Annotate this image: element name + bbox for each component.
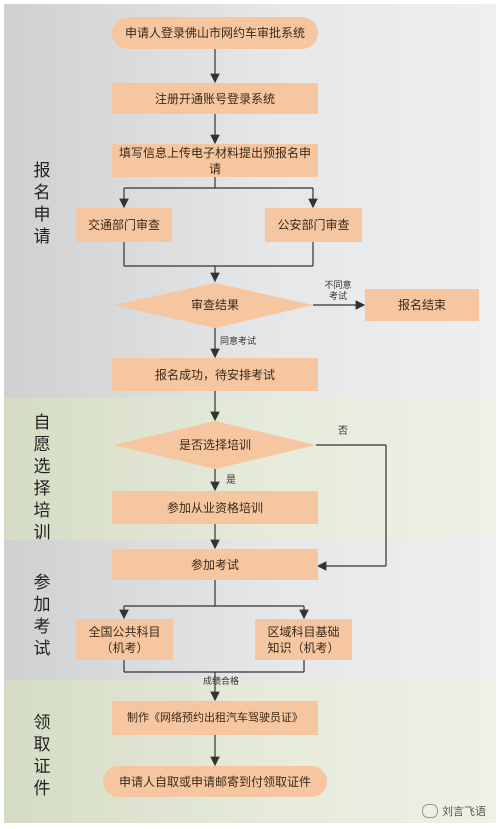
- node-police-review: 公安部门审查: [265, 208, 362, 242]
- section-label-certificate: 领取证件: [33, 713, 51, 799]
- chat-icon: [422, 804, 438, 818]
- node-choose-training-label: 是否选择培训: [178, 438, 251, 452]
- node-national-exam: 全国公共科目（机考）: [76, 619, 173, 660]
- section-label-apply: 报名申请: [33, 161, 51, 247]
- node-traffic-review: 交通部门审查: [76, 208, 172, 242]
- edge-label-agree: 同意考试: [220, 337, 257, 347]
- node-collect-certificate: 申请人自取或申请邮寄到付领取证件: [103, 766, 327, 797]
- node-exam: 参加考试: [112, 549, 318, 580]
- node-success: 报名成功，待安排考试: [112, 358, 318, 391]
- section-label-training: 自愿选择培训: [33, 413, 51, 543]
- edge-label-disagree: 不同意考试: [324, 281, 352, 302]
- section-label-exam: 参加考试: [33, 573, 51, 659]
- section-band-apply: [4, 4, 496, 398]
- node-review-result-label: 审查结果: [190, 298, 239, 312]
- node-end: 报名结束: [365, 289, 479, 321]
- edge-label-no: 否: [338, 426, 348, 437]
- watermark-text: 刘言飞语: [442, 805, 486, 818]
- node-training: 参加从业资格培训: [112, 491, 318, 524]
- node-fill-info: 填写信息上传电子材料提出预报名申请: [112, 144, 318, 177]
- decision-review-result: [113, 283, 313, 328]
- edge-label-pass: 成绩合格: [202, 677, 239, 687]
- node-register: 注册开通账号登录系统: [112, 83, 318, 114]
- watermark: 刘言飞语: [422, 803, 486, 819]
- decision-choose-training: [113, 421, 316, 469]
- node-regional-exam: 区域科目基础知识（机考）: [255, 619, 352, 660]
- node-make-certificate: 制作《网络预约出租汽车驾驶员证》: [112, 701, 318, 735]
- edge-label-yes: 是: [226, 475, 236, 486]
- node-login: 申请人登录佛山市网约车审批系统: [112, 17, 318, 49]
